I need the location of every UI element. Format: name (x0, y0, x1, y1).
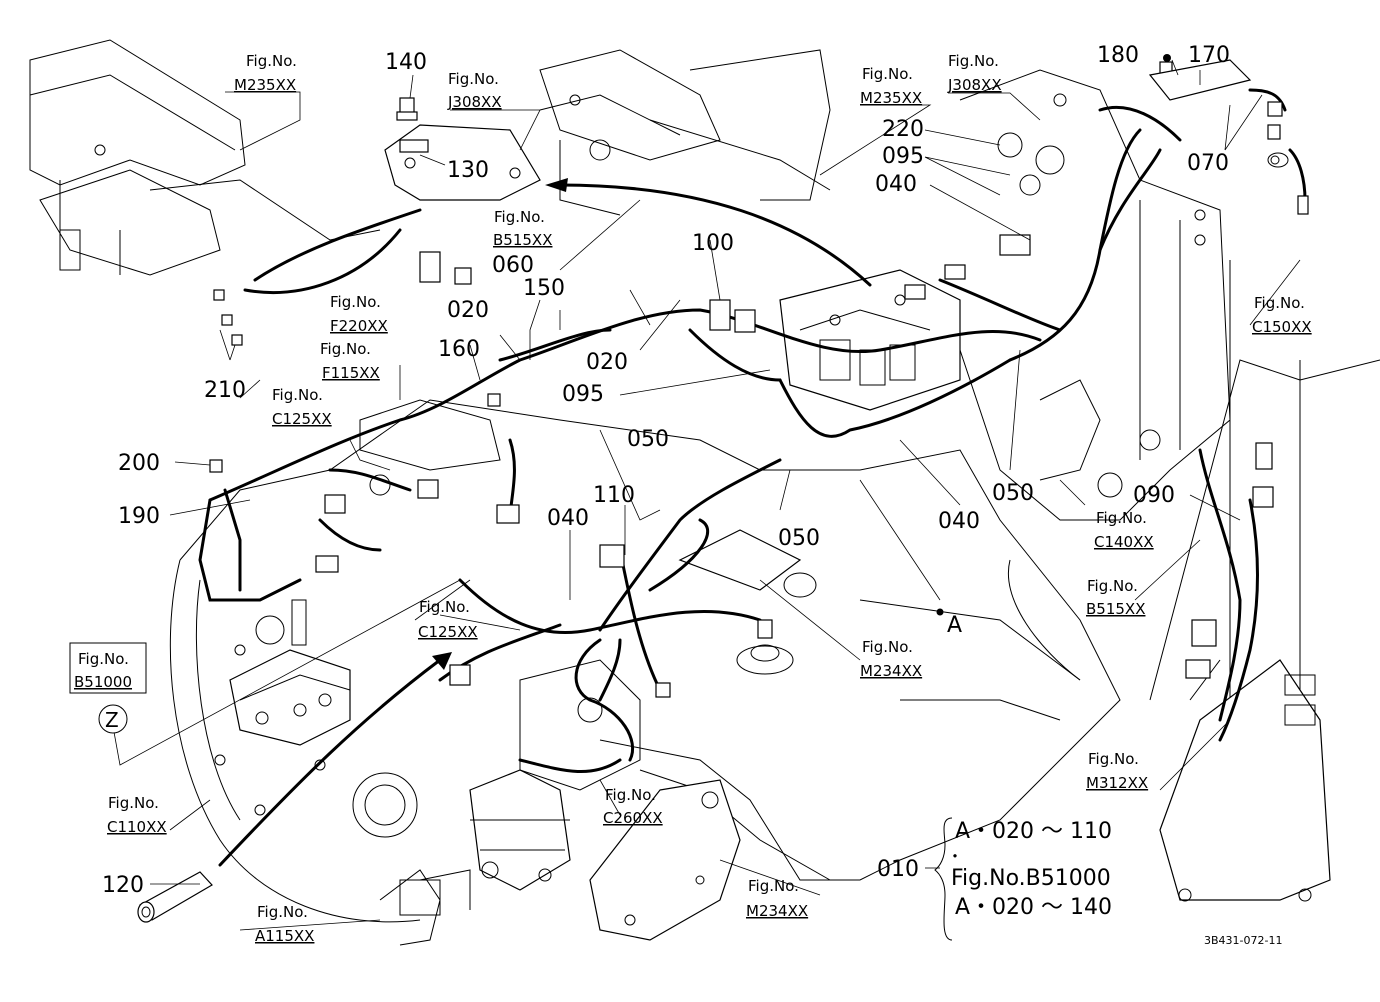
drawing-code: 3B431-072-11 (1204, 934, 1282, 947)
fig-ref-number: J308XX (447, 93, 502, 111)
fig-ref-number: C110XX (107, 818, 167, 836)
part-label-040: 040 (875, 172, 917, 197)
part-label-170: 170 (1188, 43, 1230, 68)
fig-ref-number: F220XX (330, 317, 388, 335)
fig-ref-number: C125XX (418, 623, 478, 641)
part-label-020: 020 (447, 298, 489, 323)
legend-line-1: A・020 ～ 110 (955, 819, 1112, 844)
fig-ref-number: C150XX (1252, 318, 1312, 336)
fig-ref-number: F115XX (322, 364, 380, 382)
part-label-070: 070 (1187, 151, 1229, 176)
part-label-200: 200 (118, 451, 160, 476)
fig-ref-number: C260XX (603, 809, 663, 827)
legend-brace (934, 817, 953, 941)
part-label-060: 060 (492, 253, 534, 278)
fig-ref-label: Fig.No. (78, 650, 129, 668)
callout-circle-z (98, 704, 128, 734)
point-a-marker (936, 608, 944, 616)
fig-ref-label: Fig.No. (862, 65, 913, 83)
fig-ref-label: Fig.No. (605, 786, 656, 804)
fig-ref-label: Fig.No. (272, 386, 323, 404)
fig-ref-label: Fig.No. (108, 794, 159, 812)
bolt-180-marker (1163, 54, 1171, 62)
fig-ref-label: Fig.No. (246, 52, 297, 70)
part-label-010: 010 (877, 857, 919, 882)
part-label-z: Z (105, 708, 119, 732)
fig-ref-number: B515XX (493, 231, 552, 249)
part-label-210: 210 (204, 378, 246, 403)
fig-ref-label: Fig.No. (419, 598, 470, 616)
legend-line-3: A・020 ～ 140 (955, 895, 1112, 920)
fig-ref-label: Fig.No. (257, 903, 308, 921)
connectors (137, 59, 1309, 923)
fig-ref-label: Fig.No. (448, 70, 499, 88)
part-label-130: 130 (447, 158, 489, 183)
fig-ref-label: Fig.No. (1254, 294, 1305, 312)
legend-dot: ・ (947, 847, 963, 866)
part-label-180: 180 (1097, 43, 1139, 68)
fig-ref-number: M235XX (234, 76, 296, 94)
part-label-095: 095 (562, 382, 604, 407)
part-label-110: 110 (593, 483, 635, 508)
assembly-arrows (218, 178, 872, 867)
fig-ref-number: A115XX (255, 927, 314, 945)
fig-ref-label: Fig.No. (320, 340, 371, 358)
figure-references: Fig.No. M235XX Fig.No. J308XX Fig.No. M2… (69, 52, 1312, 945)
part-label-050: 050 (778, 526, 820, 551)
fig-ref-number: M235XX (860, 89, 922, 107)
fig-ref-box-b51000 (69, 642, 147, 694)
part-label-220: 220 (882, 117, 924, 142)
part-label-095: 095 (882, 144, 924, 169)
part-label-160: 160 (438, 337, 480, 362)
frame-linework (29, 39, 1380, 946)
part-label-120: 120 (102, 873, 144, 898)
fig-ref-label: Fig.No. (748, 877, 799, 895)
fig-ref-label: Fig.No. (948, 52, 999, 70)
part-label-050: 050 (627, 427, 669, 452)
fig-ref-number: C125XX (272, 410, 332, 428)
fig-ref-number: M234XX (746, 902, 808, 920)
part-label-050: 050 (992, 481, 1034, 506)
part-label-100: 100 (692, 231, 734, 256)
part-label-190: 190 (118, 504, 160, 529)
part-label-150: 150 (523, 276, 565, 301)
fig-ref-number: M234XX (860, 662, 922, 680)
fig-ref-label: Fig.No. (494, 208, 545, 226)
part-label-020: 020 (586, 350, 628, 375)
fig-ref-label: Fig.No. (1088, 750, 1139, 768)
part-label-090: 090 (1133, 483, 1175, 508)
fig-ref-label: Fig.No. (1087, 577, 1138, 595)
part-label-040: 040 (547, 506, 589, 531)
fig-ref-number: B515XX (1086, 600, 1145, 618)
part-label-140: 140 (385, 50, 427, 75)
fig-ref-label: Fig.No. (330, 293, 381, 311)
part-label-a: A (947, 613, 962, 638)
wiring-harness (198, 88, 1307, 773)
fig-ref-number: C140XX (1094, 533, 1154, 551)
part-number-labels: 140 130 180 170 220 095 040 070 100 060 … (102, 43, 1230, 898)
part-label-040: 040 (938, 509, 980, 534)
legend-line-2: Fig.No.B51000 (951, 866, 1111, 891)
fig-ref-number: M312XX (1086, 774, 1148, 792)
fig-ref-number: J308XX (947, 76, 1002, 94)
assembly-legend: A・020 ～ 110 ・ Fig.No.B51000 A・020 ～ 140 (947, 819, 1112, 920)
fig-ref-label: Fig.No. (862, 638, 913, 656)
fig-ref-number: B51000 (74, 673, 132, 691)
fig-ref-label: Fig.No. (1096, 509, 1147, 527)
